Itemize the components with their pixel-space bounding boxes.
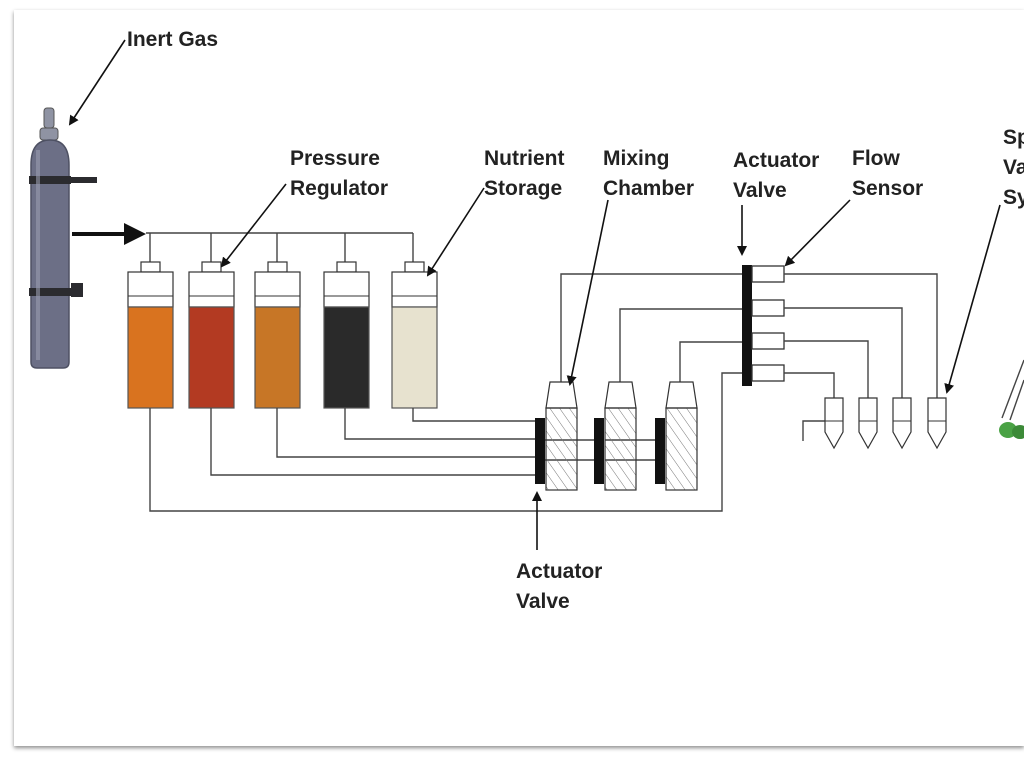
label-mixing-chamber: Mixing Chamber	[603, 147, 694, 200]
mixing-chambers	[535, 381, 698, 491]
label-pressure-regulator: Pressure Regulator	[290, 147, 388, 200]
annotation-arrows	[68, 39, 1001, 550]
spray-nozzles	[824, 397, 947, 450]
label-flow-sensor: Flow Sensor	[852, 147, 923, 200]
label-actuator-valve-top: Actuator Valve	[733, 149, 825, 202]
nutrient-bottle	[254, 261, 301, 409]
gas-feed-arrowhead	[124, 223, 146, 245]
label-actuator-valve-bottom: Actuator Valve	[516, 560, 608, 613]
mixing-chamber-icon	[594, 381, 637, 491]
flow-sensors	[751, 265, 785, 382]
actuator-valve-top-icon	[742, 265, 752, 386]
nutrient-bottle	[323, 261, 370, 409]
label-cropped-right: Sp Va Sy	[1003, 126, 1024, 209]
spray-nozzle-icon	[858, 397, 878, 450]
inert-gas-cylinder-icon	[29, 107, 97, 369]
mixing-chamber-icon	[535, 381, 578, 491]
nutrient-bottle	[188, 261, 235, 409]
label-inert-gas: Inert Gas	[127, 28, 218, 51]
spray-nozzle-icon	[824, 397, 844, 450]
diagram-frame	[14, 10, 1024, 746]
nutrient-storage-bottles	[127, 261, 438, 409]
spray-nozzle-icon	[927, 397, 947, 450]
spray-nozzle-icon	[892, 397, 912, 450]
nutrient-feed-lines	[149, 273, 743, 512]
nutrient-bottle	[127, 261, 174, 409]
label-nutrient-storage: Nutrient Storage	[484, 147, 570, 200]
plant-leaf-icon	[999, 359, 1024, 439]
mixing-chamber-icon	[655, 381, 698, 491]
flow-sensor-output-lines	[784, 273, 938, 441]
nutrient-bottle	[391, 261, 438, 409]
gas-manifold	[146, 232, 414, 262]
